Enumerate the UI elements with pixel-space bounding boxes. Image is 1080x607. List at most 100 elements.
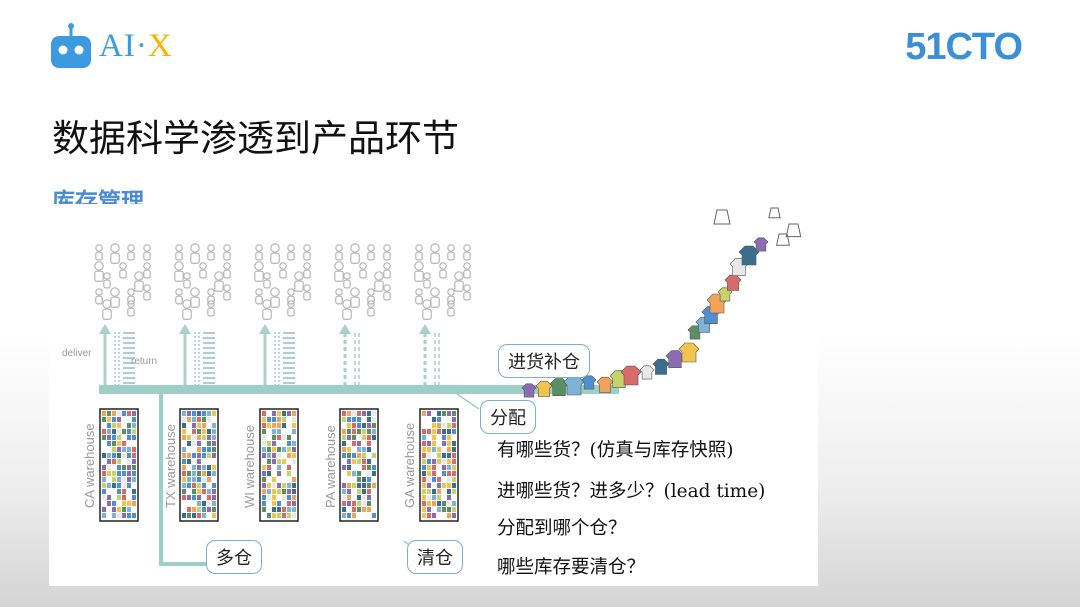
inventory-block — [367, 459, 371, 464]
inventory-block — [112, 411, 116, 416]
inventory-block — [182, 489, 186, 494]
garment-outline-icon — [769, 208, 780, 218]
person-head-icon — [208, 289, 214, 295]
inventory-block — [367, 429, 371, 434]
inventory-block — [357, 489, 361, 494]
inventory-block — [367, 447, 371, 452]
garment-icon — [564, 376, 584, 395]
inventory-block — [282, 423, 286, 428]
inventory-block — [262, 507, 266, 512]
inventory-block — [187, 417, 191, 422]
person-body-icon — [191, 297, 199, 307]
inventory-block — [117, 471, 121, 476]
inventory-block — [262, 489, 266, 494]
person-body-icon — [120, 270, 126, 278]
inventory-block — [122, 429, 126, 434]
inventory-block — [372, 513, 376, 518]
inventory-block — [102, 429, 106, 434]
inventory-block — [357, 483, 361, 488]
inventory-block — [342, 417, 346, 422]
inventory-block — [197, 435, 201, 440]
person-body-icon — [208, 252, 214, 260]
inventory-block — [432, 471, 436, 476]
garment-icon — [597, 377, 613, 392]
inventory-block — [267, 483, 271, 488]
inventory-block — [197, 447, 201, 452]
inventory-block — [182, 459, 186, 464]
inventory-block — [202, 471, 206, 476]
inventory-block — [362, 495, 366, 500]
inventory-block — [287, 447, 291, 452]
garment-icon — [522, 384, 536, 397]
inventory-block — [202, 489, 206, 494]
return-stripe — [123, 342, 135, 344]
person-body-icon — [184, 280, 190, 288]
inventory-block — [112, 507, 116, 512]
inventory-block — [272, 417, 276, 422]
person-body-icon — [175, 271, 183, 281]
logo: AI·X — [49, 22, 173, 70]
inventory-block — [437, 447, 441, 452]
person-head-icon — [255, 262, 263, 270]
inventory-block — [282, 417, 286, 422]
inventory-block — [262, 501, 266, 506]
person-head-icon — [256, 289, 262, 295]
inventory-block — [127, 411, 131, 416]
person-body-icon — [280, 270, 286, 278]
inventory-block — [367, 495, 371, 500]
inventory-block — [362, 453, 366, 458]
question-2: 进哪些货？进多少？(lead time) — [497, 477, 765, 503]
inventory-block — [347, 459, 351, 464]
person-body-icon — [135, 281, 143, 291]
inventory-block — [192, 441, 196, 446]
inventory-block — [277, 429, 281, 434]
inventory-block — [197, 483, 201, 488]
inventory-block — [207, 495, 211, 500]
inventory-block — [447, 465, 451, 470]
inventory-block — [422, 447, 426, 452]
inventory-block — [427, 447, 431, 452]
person-body-icon — [416, 252, 422, 260]
garment-icon — [536, 381, 552, 396]
inventory-block — [212, 423, 216, 428]
garment-outline-icon — [786, 224, 800, 237]
inventory-block — [277, 435, 281, 440]
person-body-icon — [335, 271, 343, 281]
person-body-icon — [368, 308, 374, 316]
person-body-icon — [104, 280, 110, 288]
inventory-block — [122, 507, 126, 512]
arrow-head-icon — [419, 324, 431, 334]
person-head-icon — [191, 288, 199, 296]
person-head-icon — [111, 244, 119, 252]
garment-icon — [582, 376, 596, 389]
person-head-icon — [96, 245, 102, 251]
arrow-head-icon — [259, 324, 271, 334]
inventory-block — [352, 501, 356, 506]
inventory-block — [262, 423, 266, 428]
inventory-block — [262, 471, 266, 476]
inventory-block — [182, 495, 186, 500]
inventory-block — [352, 441, 356, 446]
inventory-block — [212, 435, 216, 440]
inventory-block — [182, 423, 186, 428]
person-head-icon — [271, 288, 279, 296]
inventory-block — [117, 417, 121, 422]
person-head-icon — [464, 285, 470, 291]
inventory-block — [372, 435, 376, 440]
inventory-block — [272, 495, 276, 500]
inventory-block — [102, 513, 106, 518]
inventory-block — [122, 465, 126, 470]
inventory-block — [342, 483, 346, 488]
inventory-block — [262, 429, 266, 434]
return-stripe — [203, 352, 215, 354]
inventory-block — [342, 513, 346, 518]
warehouse-label-tx: TX warehouse — [163, 398, 177, 508]
inventory-block — [447, 495, 451, 500]
warehouse-label-ca: CA warehouse — [82, 398, 96, 508]
inventory-block — [272, 501, 276, 506]
inventory-block — [362, 429, 366, 434]
inventory-block — [367, 417, 371, 422]
inventory-block — [127, 501, 131, 506]
inventory-block — [422, 489, 426, 494]
inventory-block — [352, 507, 356, 512]
